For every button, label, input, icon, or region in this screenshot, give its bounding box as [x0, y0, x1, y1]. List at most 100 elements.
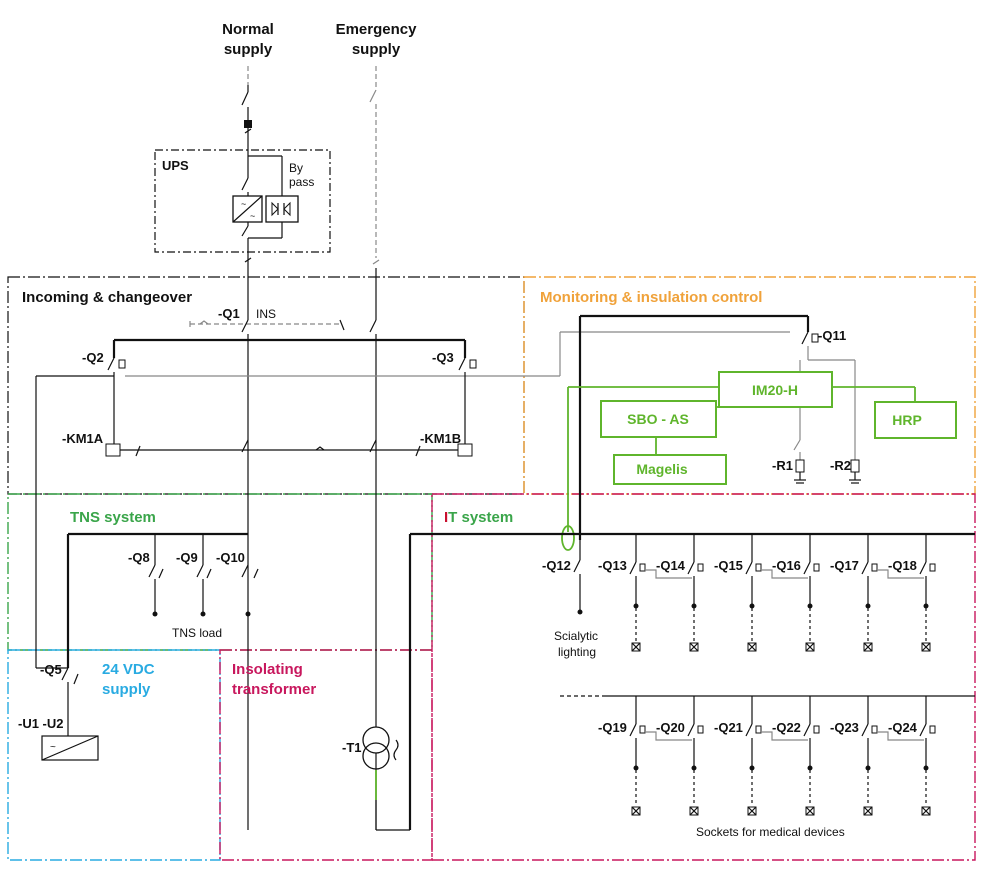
- q16-label: -Q16: [772, 558, 801, 573]
- current-sensor-icon: [561, 525, 575, 551]
- normal-supply-label-1: Normal: [222, 21, 274, 38]
- q12-label: -Q12: [542, 558, 571, 573]
- r2-label: -R2: [830, 458, 851, 473]
- row1-feeder-1: [687, 534, 704, 652]
- im20h-box: [718, 371, 833, 408]
- ups-title: UPS: [162, 158, 189, 173]
- transformer-section-label-1: Insolating: [232, 661, 303, 678]
- row2-feeder-2: [745, 696, 762, 816]
- ins-label: INS: [256, 307, 276, 321]
- it-label-first: I: [444, 509, 448, 526]
- it-wiring: [560, 532, 975, 697]
- tns-wiring: [66, 532, 259, 668]
- socket-icon: [747, 642, 757, 652]
- svg-text:~: ~: [50, 742, 56, 753]
- section-frames: [7, 149, 976, 861]
- row1-pair-link-1: [760, 569, 808, 579]
- socket-icon: [747, 806, 757, 816]
- row1-pair-link-2: [876, 569, 924, 579]
- tns-load-label: TNS load: [172, 626, 222, 640]
- socket-icon: [805, 806, 815, 816]
- socket-icon: [863, 806, 873, 816]
- q13-label: -Q13: [598, 558, 627, 573]
- q2-label: -Q2: [82, 350, 104, 365]
- q1-label: -Q1: [218, 306, 240, 321]
- transformer-primary-icon: [362, 726, 390, 754]
- sockets-label: Sockets for medical devices: [696, 825, 845, 839]
- socket-icon: [921, 642, 931, 652]
- frame-monitoring: [523, 276, 976, 495]
- q21-label: -Q21: [714, 720, 743, 735]
- frame-ups: [154, 149, 331, 253]
- q11-label: -Q11: [818, 328, 846, 343]
- vdc-section-label-1: 24 VDC: [102, 661, 155, 678]
- it-section-label: IT system: [444, 509, 513, 526]
- svg-text:~: ~: [241, 199, 246, 209]
- q23-label: -Q23: [830, 720, 859, 735]
- t1-label: -T1: [342, 740, 362, 755]
- normal-supply-feed: ~ ~: [232, 66, 299, 320]
- km1b-coil-icon: [457, 443, 473, 457]
- frame-transformer: [219, 649, 433, 861]
- q8-label: -Q8: [128, 550, 150, 565]
- q9-label: -Q9: [176, 550, 198, 565]
- row2-pair-link-1: [760, 731, 808, 741]
- km1b-label: -KM1B: [420, 431, 461, 446]
- hrp-label: HRP: [892, 412, 922, 428]
- q19-label: -Q19: [598, 720, 627, 735]
- socket-icon: [863, 642, 873, 652]
- km1a-label: -KM1A: [62, 431, 104, 446]
- scialytic-label-1: Scialytic: [554, 629, 598, 643]
- im20h-label: IM20-H: [752, 382, 798, 398]
- it-label-rest: T system: [448, 509, 513, 526]
- normal-supply-label-2: supply: [224, 41, 273, 58]
- transformer-secondary-icon: [362, 742, 390, 770]
- ups-bypass-switch-icon: [265, 195, 299, 223]
- row2-pair-link-0: [644, 731, 692, 741]
- km1a-coil-icon: [105, 443, 121, 457]
- q3-label: -Q3: [432, 350, 454, 365]
- frame-it: [431, 493, 976, 861]
- row2-feeder-0: [629, 696, 646, 816]
- row2-feeder-4: [861, 696, 878, 816]
- it-outgoing-row-2: [629, 696, 936, 816]
- row2-feeder-5: [919, 696, 936, 816]
- magelis-box: [613, 454, 727, 485]
- scialytic-label-2: lighting: [558, 645, 596, 659]
- vdc-section-label-2: supply: [102, 681, 151, 698]
- socket-icon: [921, 806, 931, 816]
- emergency-supply-label-2: supply: [352, 41, 401, 58]
- q22-label: -Q22: [772, 720, 801, 735]
- magelis-label: Magelis: [636, 461, 688, 477]
- q15-label: -Q15: [714, 558, 743, 573]
- sboas-label: SBO - AS: [627, 411, 689, 427]
- q10-label: -Q10: [216, 550, 245, 565]
- socket-icon: [805, 642, 815, 652]
- q5-label: -Q5: [40, 662, 62, 677]
- q17-label: -Q17: [830, 558, 859, 573]
- row1-feeder-5: [919, 534, 936, 652]
- socket-icon: [689, 642, 699, 652]
- row1-feeder-0: [629, 534, 646, 652]
- monitoring-wiring: [559, 314, 916, 551]
- svg-text:~: ~: [250, 211, 255, 221]
- monitoring-section-label: Monitoring & insulation control: [540, 289, 762, 306]
- q24-label: -Q24: [888, 720, 918, 735]
- sboas-box: [600, 400, 717, 438]
- r1-label: -R1: [772, 458, 793, 473]
- it-outgoing-row-1: [629, 534, 936, 652]
- device-boxes: IM20-H SBO - AS Magelis HRP: [600, 371, 957, 485]
- vdc-wiring: ~: [36, 667, 99, 761]
- row1-feeder-3: [803, 534, 820, 652]
- row2-pair-link-2: [876, 731, 924, 741]
- tns-section-label: TNS system: [70, 509, 156, 526]
- socket-icon: [631, 642, 641, 652]
- u1u2-label: -U1 -U2: [18, 716, 64, 731]
- socket-icon: [689, 806, 699, 816]
- frame-vdc: [7, 649, 221, 861]
- emergency-supply-label-1: Emergency: [336, 21, 418, 38]
- incoming-wiring: [35, 319, 560, 830]
- transformer-section-label-2: transformer: [232, 681, 316, 698]
- q14-label: -Q14: [656, 558, 686, 573]
